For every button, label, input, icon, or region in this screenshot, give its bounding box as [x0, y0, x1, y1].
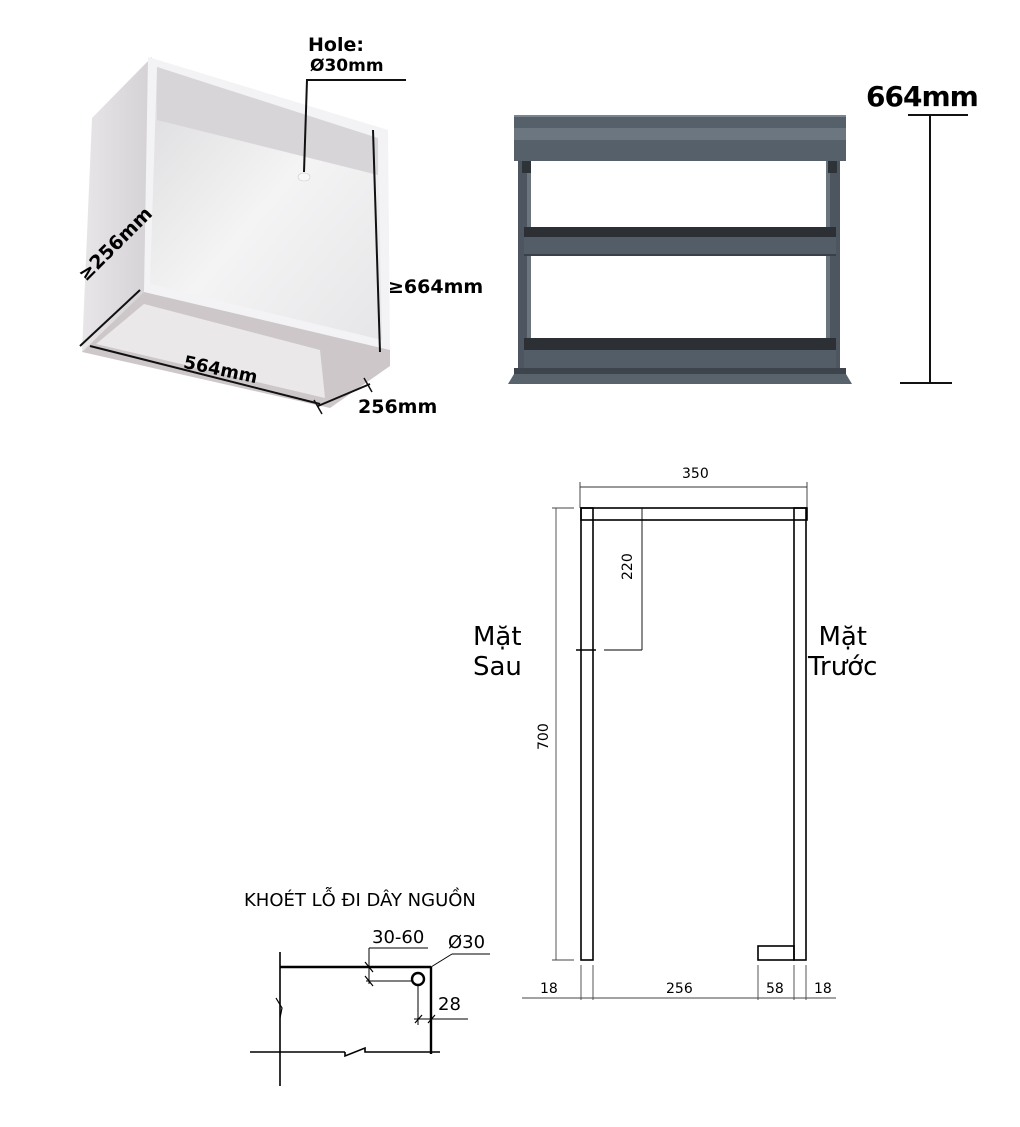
cabinet-3d-illustration: Hole: Ø30mm ≥664mm ≥256mm 564mm 256mm	[0, 0, 500, 440]
hole-offset-dim: 220	[620, 553, 636, 580]
side-section-drawing: 350 220 700 18 256 58 18	[470, 460, 890, 1020]
cabinet-3d-drawing	[79, 57, 406, 415]
bottom-dim-1: 18	[540, 981, 558, 997]
back-face-label: Mặt Sau	[473, 622, 522, 683]
hole-diameter-label: Ø30mm	[310, 56, 384, 76]
front-face-label: Mặt Trước	[808, 622, 878, 683]
pull-down-rack-image	[508, 114, 968, 384]
top-width-dim: 350	[682, 466, 709, 482]
back-face-line-2: Sau	[473, 651, 522, 682]
section-svg	[522, 482, 836, 1000]
offset-range-dim: 30-60	[372, 927, 425, 948]
product-height-label: 664mm	[866, 80, 979, 113]
total-height-dim: 700	[536, 723, 552, 750]
back-face-line-1: Mặt	[473, 622, 522, 652]
cabinet-height-label: ≥664mm	[388, 276, 484, 298]
cutout-title: KHOÉT LỖ ĐI DÂY NGUỒN	[244, 890, 476, 911]
front-face-line-2: Trước	[808, 651, 878, 682]
cabinet-depth-bottom-label: 256mm	[358, 396, 438, 418]
hole-diameter-dim: Ø30	[448, 932, 486, 953]
bottom-dim-4: 18	[814, 981, 832, 997]
hole-label: Hole:	[308, 34, 364, 56]
cable-cutout-detail: KHOÉT LỖ ĐI DÂY NGUỒN 30-60 Ø30 28	[230, 880, 520, 1090]
edge-offset-dim: 28	[438, 994, 461, 1015]
bottom-dim-3: 58	[766, 981, 784, 997]
bottom-dim-2: 256	[666, 981, 693, 997]
cutout-svg	[250, 947, 490, 1086]
product-front-view: 664mm	[500, 60, 1020, 400]
front-face-line-1: Mặt	[818, 622, 867, 652]
